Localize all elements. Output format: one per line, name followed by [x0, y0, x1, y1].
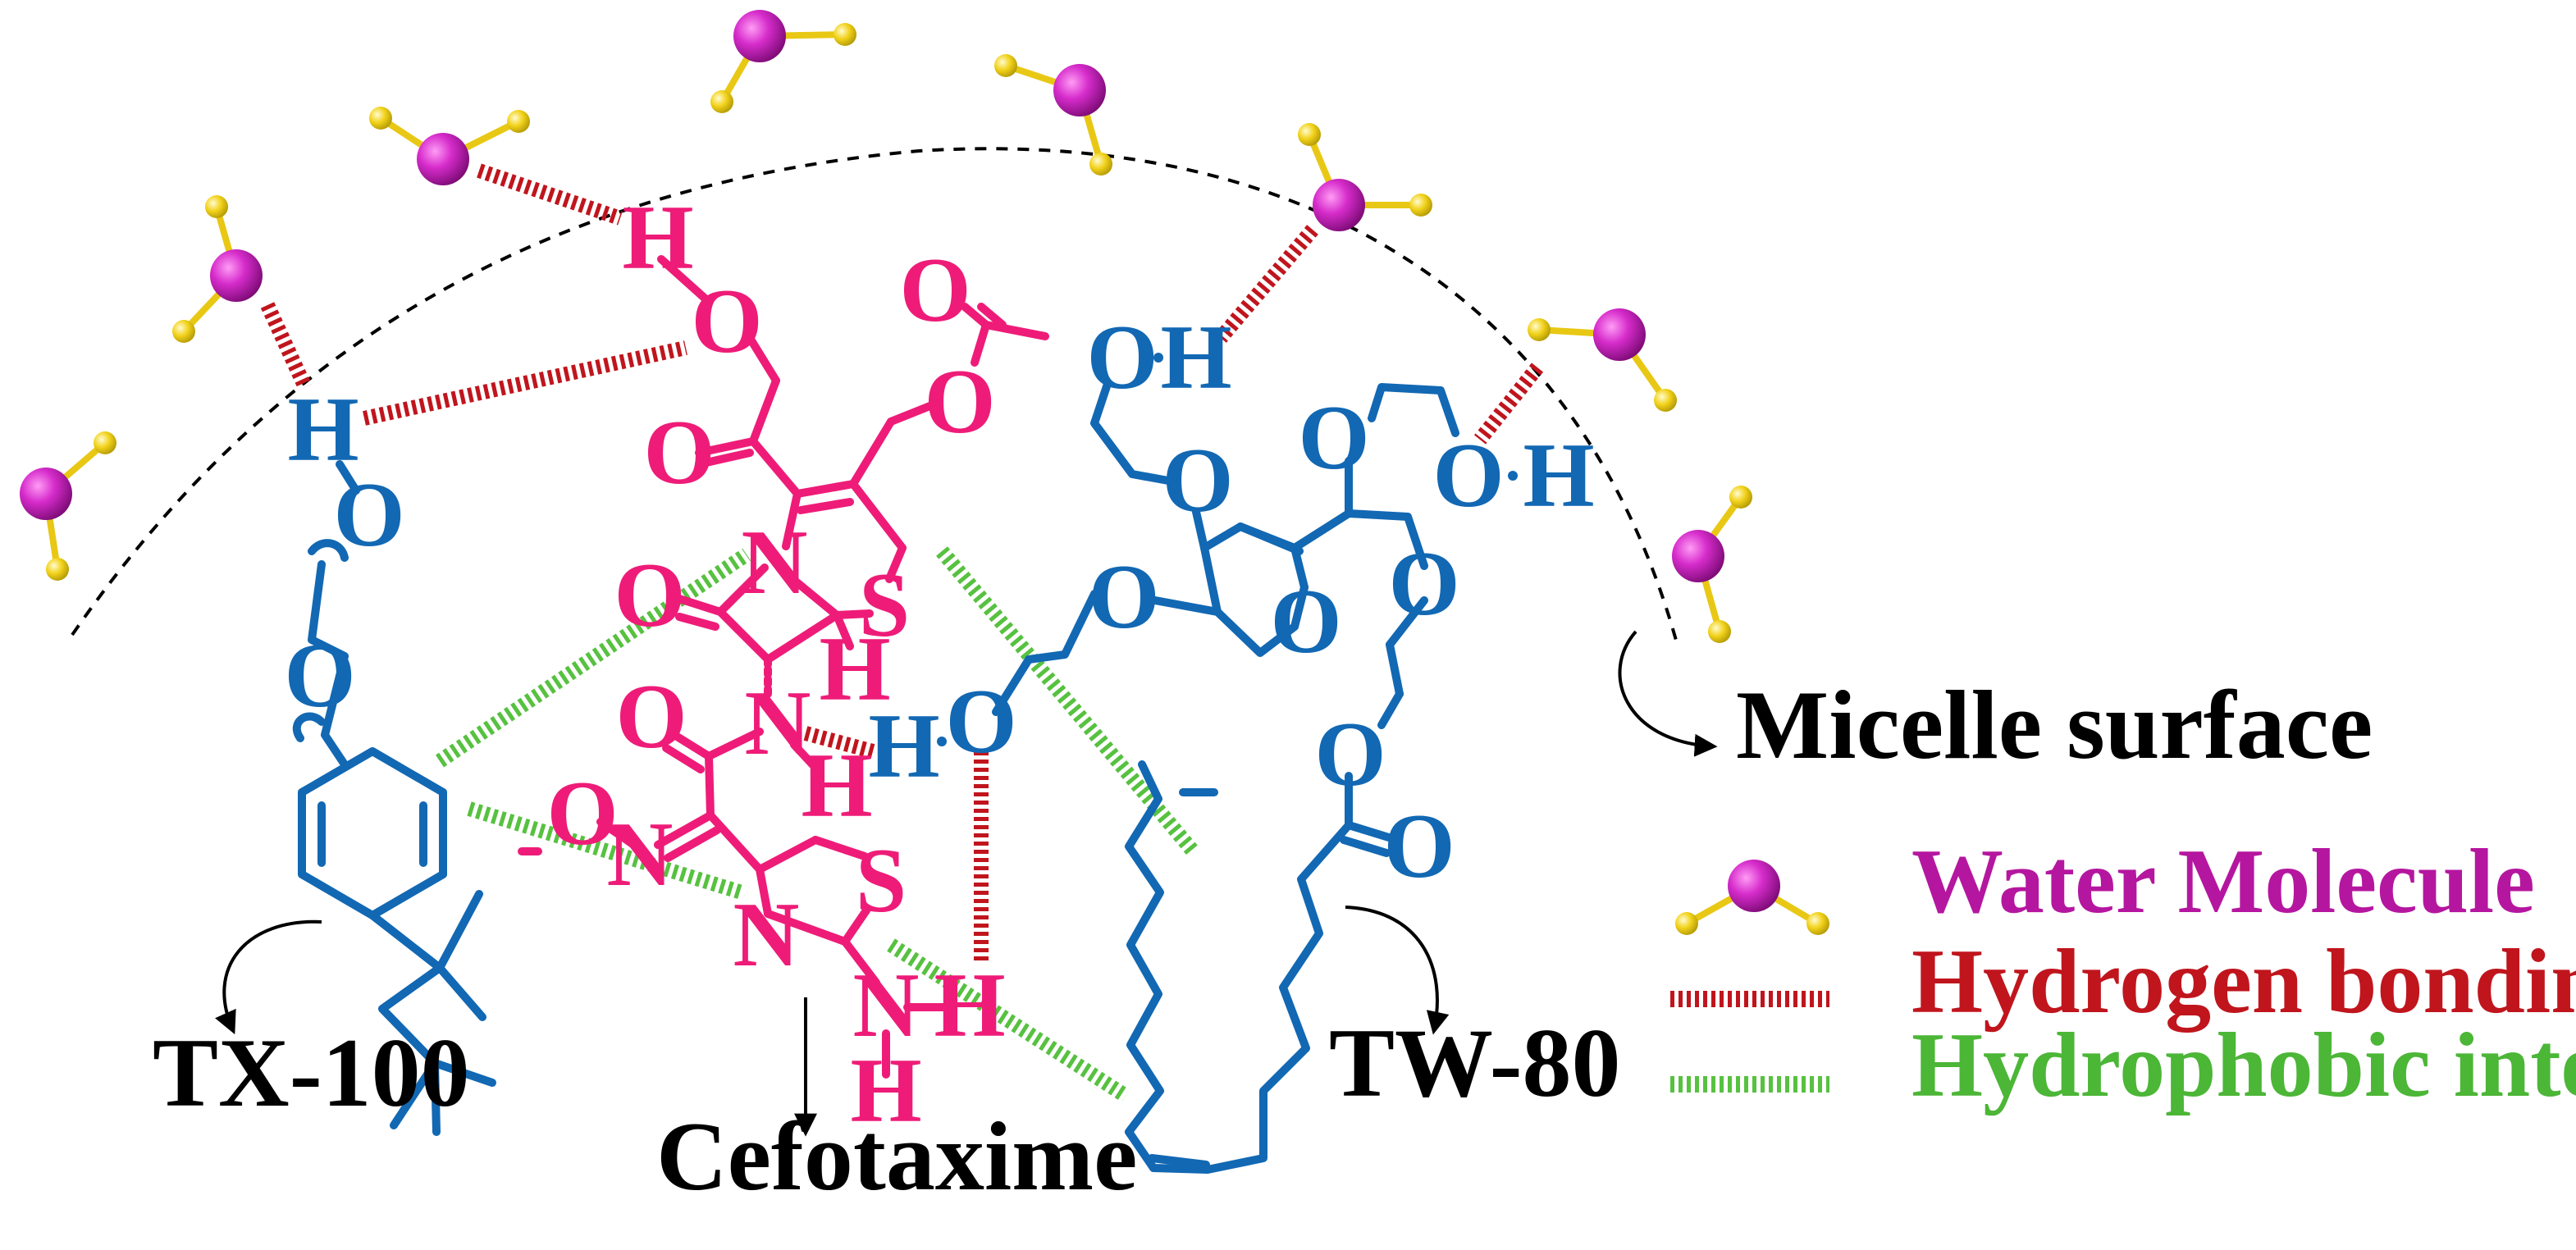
atom-s: S [856, 830, 907, 932]
atom-n: N [607, 804, 674, 906]
atom-o: O [546, 763, 618, 865]
hydrophobic-line [467, 801, 744, 900]
tx100-molecule [292, 460, 496, 1136]
atom-o: O [1383, 796, 1455, 897]
micelle-surface-label: Micelle surface [1736, 670, 2373, 779]
water-molecule-icon [1672, 486, 1752, 643]
hbond-line [363, 340, 687, 426]
hbond-line [803, 726, 875, 759]
atom-o: O [1088, 546, 1159, 648]
hydrogen-bonds [260, 163, 1544, 961]
hydrophobic-line [887, 938, 1130, 1102]
atom-h: H [819, 618, 890, 720]
atom-h: H [934, 955, 1005, 1056]
legend-hydrophobic: Hydrophobic interactions [1670, 1015, 2576, 1116]
atom-o: O [1432, 425, 1504, 527]
atom-o: O [333, 464, 404, 566]
water-molecule-icon [20, 431, 116, 581]
cefotaxime-molecule [518, 255, 1049, 1079]
atom-h: H [801, 735, 872, 837]
water-molecule-icon [994, 54, 1112, 176]
micelle-surface-arc [71, 147, 1679, 644]
water-molecules [20, 10, 1752, 643]
atom-o: O [1314, 704, 1386, 805]
water-molecule-icon [1298, 123, 1432, 231]
atom-o: O [614, 545, 685, 646]
atom-o: O [1298, 387, 1369, 489]
tw80-label: TW-80 [1329, 1008, 1621, 1117]
atom-o: O [924, 351, 995, 453]
hbond-line [1215, 225, 1318, 343]
curved-arrow-icon [215, 919, 322, 1035]
tx100-label: TX-100 [153, 1018, 470, 1127]
atom-o: O [1162, 430, 1233, 531]
water-molecule-icon [1675, 860, 1829, 935]
curved-arrow-icon [1618, 630, 1718, 757]
bond-dots [937, 353, 1518, 746]
hbond-line [260, 302, 313, 390]
atom-n: N [745, 673, 811, 774]
atom-o: O [1270, 571, 1341, 673]
atom-n: N [742, 512, 808, 614]
atom-n: N [853, 955, 920, 1056]
atom-o: O [643, 402, 715, 504]
atom-o: O [284, 625, 355, 727]
atom-h: H [868, 696, 939, 797]
atom-o: O [1388, 533, 1459, 635]
legend-water: Water Molecule [1675, 831, 2535, 935]
tw80-molecule [992, 380, 1459, 1174]
atom-n: N [733, 884, 800, 986]
atom-o: O [945, 671, 1016, 773]
water-molecule-icon [710, 10, 856, 113]
atom-o: O [1086, 307, 1158, 408]
curved-arrow-icon [1345, 906, 1450, 1035]
atom-h: H [1523, 425, 1594, 527]
atom-o: O [899, 240, 971, 341]
legend-hbond: Hydrogen bonding [1670, 931, 2576, 1033]
water-molecule-icon [1528, 308, 1677, 412]
atom-h: H [850, 1040, 921, 1142]
pointer-arrows [215, 630, 1718, 1137]
legend: Water Molecule Hydrogen bonding Hydropho… [1670, 831, 2576, 1116]
atom-o: O [615, 666, 687, 768]
water-molecule-icon [369, 107, 530, 185]
legend-water-label: Water Molecule [1911, 831, 2535, 933]
atom-h: H [1160, 307, 1231, 408]
atom-s: S [859, 554, 910, 656]
hbond-line [1473, 363, 1544, 445]
hydrophobic-interactions [435, 546, 1200, 1102]
atom-h: H [622, 187, 693, 289]
legend-hydrophobic-label: Hydrophobic interactions [1911, 1015, 2576, 1116]
atom-o: O [691, 271, 762, 372]
hbond-line [477, 163, 623, 226]
cefotaxime-atom-labels: H O O O O N S O H N O H O N S N N H H [546, 187, 1005, 1142]
hydrophobic-line [435, 548, 751, 768]
surfactant-atom-labels: H O O O H O O O H O O O O H O O [284, 307, 1594, 897]
cefotaxime-label: Cefotaxime [656, 1102, 1137, 1211]
water-molecule-icon [172, 195, 263, 343]
atom-h: H [287, 379, 359, 481]
legend-hbond-label: Hydrogen bonding [1911, 931, 2576, 1033]
